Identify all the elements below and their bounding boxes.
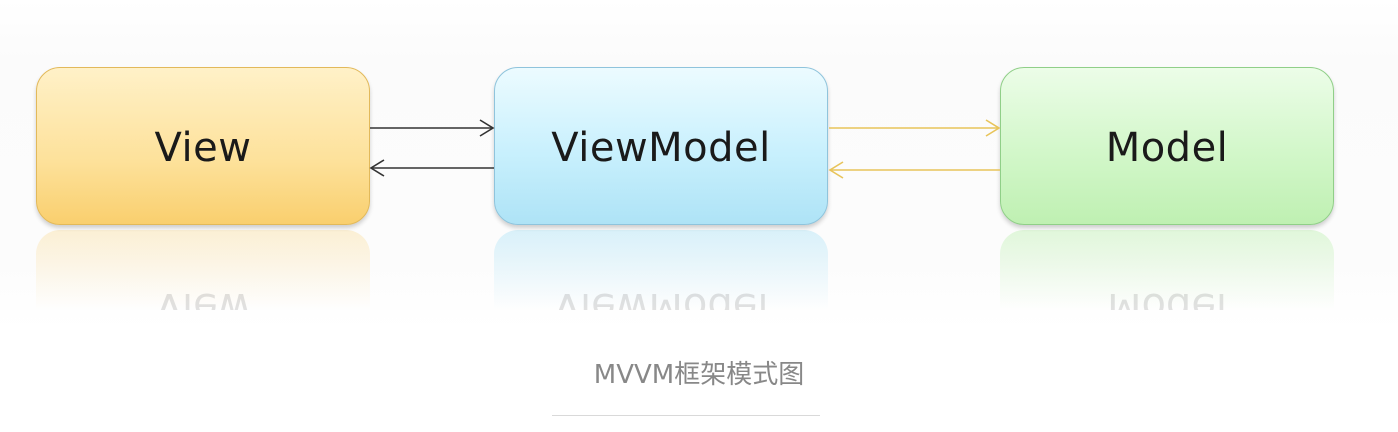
view-node-label: View bbox=[154, 125, 252, 171]
viewmodel-box-reflection: ViewModel bbox=[494, 230, 828, 310]
arrow-viewmodel-to-model bbox=[829, 119, 1001, 137]
view-box-reflection: View bbox=[36, 230, 370, 310]
model-node-label: Model bbox=[1105, 125, 1229, 171]
viewmodel-node: ViewModel bbox=[494, 67, 828, 225]
model-box-reflection: Model bbox=[1000, 230, 1334, 310]
arrow-viewmodel-to-view bbox=[369, 159, 494, 177]
mvvm-diagram: View ViewModel Model View ViewModel Mode… bbox=[0, 0, 1398, 330]
viewmodel-node-label: ViewModel bbox=[551, 125, 771, 171]
arrow-model-to-viewmodel bbox=[828, 161, 1000, 179]
edge-arrows bbox=[369, 119, 1001, 179]
caption-underline bbox=[552, 415, 820, 416]
figure-caption: MVVM框架模式图 bbox=[593, 360, 805, 390]
arrow-view-to-viewmodel bbox=[370, 119, 495, 137]
view-node: View bbox=[36, 67, 370, 225]
model-node: Model bbox=[1000, 67, 1334, 225]
